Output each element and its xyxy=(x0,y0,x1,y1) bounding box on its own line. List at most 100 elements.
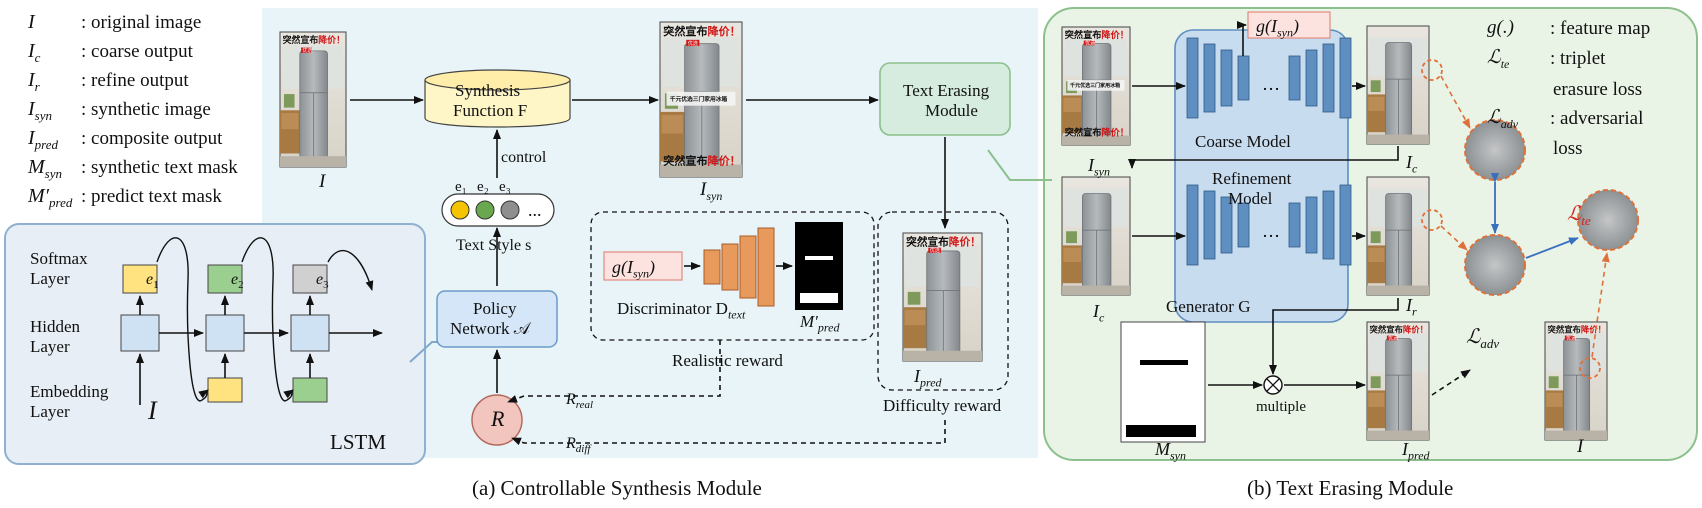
poster-middle-text: 千元优选三门家用冰箱 xyxy=(670,95,728,103)
feature-map-label-a: g(Isyn) xyxy=(612,257,655,281)
poster-cabinet-slat xyxy=(1368,247,1385,262)
original-image-thumbnail-b: 突然宣布降价！优选 xyxy=(1544,321,1608,441)
style-token-e1: e₁ xyxy=(455,179,467,195)
refinement-ellipsis: … xyxy=(1262,221,1280,241)
lstm-feedback-curve xyxy=(241,237,294,402)
arrow-composite-to-adversarial xyxy=(1431,369,1471,396)
text-erasing-module-box xyxy=(879,62,1011,136)
feature-map-box-a xyxy=(603,251,683,281)
legend-symbol: M′pred xyxy=(28,185,73,210)
coarse-model-label: Coarse Model xyxy=(1195,132,1291,151)
loss-legend-symbol: g(.) xyxy=(1487,17,1514,38)
poster-middle-band xyxy=(666,91,736,106)
policy-network-line2: Network 𝒜 xyxy=(450,319,530,338)
text-erasing-line1: Text Erasing xyxy=(903,81,990,100)
legend-symbol: I xyxy=(28,11,35,33)
arrow-coarse-output-to-refine xyxy=(1128,146,1399,169)
synthesis-cylinder-top xyxy=(424,69,571,91)
legend-description: : predict text mask xyxy=(81,186,222,207)
poster-floor xyxy=(1545,430,1607,440)
caption-panel-a: (a) Controllable Synthesis Module xyxy=(472,476,762,500)
style-token-e2: e₂ xyxy=(477,179,489,195)
r-diff-label: Rdiff xyxy=(566,435,591,456)
refinement-model-layer xyxy=(1322,190,1335,260)
composite-output-label-a: Ipred xyxy=(914,366,942,390)
lstm-output-box xyxy=(207,264,243,294)
poster-plant xyxy=(1370,231,1381,244)
poster-title: 突然宣布降价！ xyxy=(1369,324,1428,334)
legend-description: : synthetic text mask xyxy=(81,157,238,178)
legend-symbol: Msyn xyxy=(28,156,63,181)
coarse-model-layer xyxy=(1186,37,1199,119)
lstm-softmax-label-2: Layer xyxy=(30,269,70,288)
poster-badge xyxy=(928,247,941,253)
poster-middle-text: 千元优选三门家用冰箱 xyxy=(1070,82,1120,89)
synthesis-function-line1: Synthesis xyxy=(455,81,521,100)
refinement-model-layer xyxy=(1203,190,1216,260)
legend-symbol: Ipred xyxy=(28,127,59,152)
difficulty-reward-label: Difficulty reward xyxy=(883,396,1002,415)
legend-symbol: Ir xyxy=(28,69,40,94)
multiple-label: multiple xyxy=(1256,399,1306,415)
realistic-reward-label: Realistic reward xyxy=(672,351,783,370)
coarse-output-label: Ic xyxy=(1406,152,1418,176)
coarse-model-layer xyxy=(1339,37,1352,119)
input-image-thumbnail: 突然宣布降价！优选 xyxy=(279,31,347,168)
synthetic-mask-stroke xyxy=(1126,425,1196,437)
legend-description: : refine output xyxy=(81,70,189,91)
poster-plant xyxy=(1370,376,1381,389)
panel-b-connector xyxy=(987,149,1052,181)
lstm-hidden-cell xyxy=(120,314,160,352)
lstm-output-box xyxy=(292,264,328,294)
poster-title: 突然宣布降价！ xyxy=(1547,324,1606,334)
poster-plant xyxy=(1370,80,1381,93)
poster-title: 突然宣布降价！ xyxy=(1065,29,1129,40)
synthetic-image-label: Isyn xyxy=(700,179,723,203)
lstm-embedding-box xyxy=(292,377,328,403)
poster-badge-text: 优选 xyxy=(930,247,940,254)
synthetic-mask-thumbnail xyxy=(1120,321,1206,443)
triplet-loss-label: ℒte xyxy=(1567,203,1591,228)
lstm-input-symbol: I xyxy=(148,396,157,425)
refinement-model-layer xyxy=(1339,184,1352,266)
lstm-embedding-box xyxy=(207,377,243,403)
poster-badge xyxy=(1083,40,1095,46)
loss-legend-description: : feature map xyxy=(1550,18,1651,39)
reward-symbol: R xyxy=(491,406,505,431)
style-token-e3: e₃ xyxy=(499,179,511,195)
poster-floor xyxy=(903,350,982,361)
refinement-model-layer xyxy=(1305,196,1318,254)
adversarial-loss-label: ℒadv xyxy=(1466,326,1500,351)
poster-badge xyxy=(686,39,700,47)
composite-output-label-b: Ipred xyxy=(1402,439,1430,463)
coarse-model-layer xyxy=(1305,49,1318,107)
legend-description: : coarse output xyxy=(81,41,193,62)
poster-floor xyxy=(280,156,346,167)
lstm-title: LSTM xyxy=(330,430,387,454)
poster-floor xyxy=(1062,285,1130,295)
generator-label: Generator G xyxy=(1166,297,1251,316)
triplet-arrow xyxy=(1525,237,1579,259)
coarse-model-layer xyxy=(1322,43,1335,113)
discriminator-layer xyxy=(703,249,721,285)
composite-output-region xyxy=(877,211,1009,391)
poster-floor xyxy=(1367,285,1429,295)
poster-plant xyxy=(1548,376,1559,389)
feature-disc xyxy=(1464,119,1526,181)
composite-output-thumbnail-b: 突然宣布降价！优选 xyxy=(1366,321,1430,441)
original-image-label-b: I xyxy=(1577,436,1584,457)
predicted-mask-stroke xyxy=(800,293,838,303)
poster-bottom-title: 突然宣布降价！ xyxy=(1065,127,1129,138)
discriminator-layer xyxy=(757,227,775,307)
poster-cabinet-slat xyxy=(1368,96,1385,111)
coarse-model-layer xyxy=(1220,49,1233,107)
poster-floor xyxy=(660,164,742,177)
coarse-model-layer xyxy=(1288,55,1301,101)
loss-legend-description: : adversarial xyxy=(1550,108,1644,129)
loss-legend-description: loss xyxy=(1553,138,1583,159)
poster-floor xyxy=(1367,430,1429,440)
poster-cabinet-slat xyxy=(661,115,683,134)
style-token-circle xyxy=(500,200,520,220)
poster-floor xyxy=(1062,135,1130,145)
lstm-hidden-cell xyxy=(290,314,330,352)
